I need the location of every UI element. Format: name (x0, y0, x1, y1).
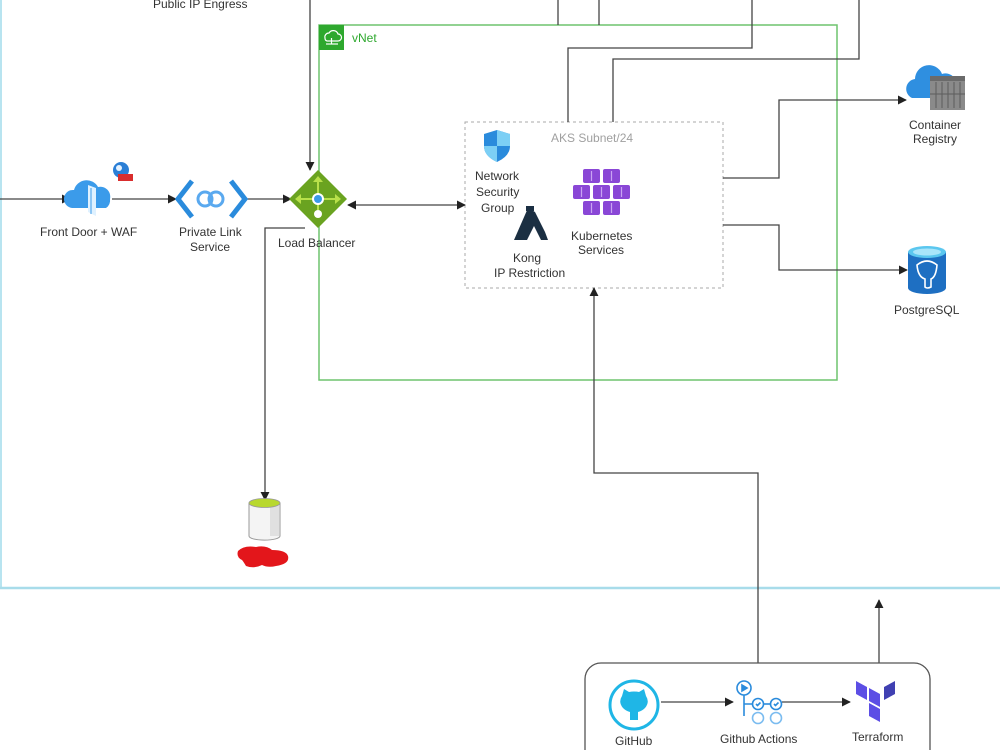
vnet-container[interactable]: vNet (318, 24, 838, 381)
vnet-icon-bg (319, 25, 344, 50)
terraform-label: Terraform (852, 730, 903, 744)
private-link-node[interactable]: Private Link Service (174, 179, 249, 254)
acr-label-1: Container (909, 118, 961, 132)
terraform-node[interactable]: Terraform (852, 681, 903, 744)
nsg-label-3: Group (481, 201, 515, 215)
cicd-container[interactable] (584, 662, 931, 750)
github-label: GitHub (615, 734, 653, 748)
acr-node[interactable]: Container Registry (906, 65, 965, 146)
kong-label-1: Kong (513, 251, 541, 265)
load-balancer-node[interactable]: Load Balancer (278, 170, 355, 250)
kong-node[interactable]: Kong IP Restriction (494, 206, 565, 280)
postgresql-icon (908, 246, 946, 294)
front-door-icon (63, 180, 111, 216)
vnet-icon (324, 30, 343, 45)
edge-cicd-to-aks (589, 287, 759, 663)
edge-top-3 (567, 0, 753, 122)
terraform-icon (856, 681, 895, 722)
private-link-icon (174, 179, 249, 219)
github-actions-icon (736, 680, 783, 725)
edge-aks-to-postgres (723, 224, 908, 275)
front-door-label: Front Door + WAF (40, 225, 137, 239)
aks-subnet-label: AKS Subnet/24 (551, 131, 633, 145)
kong-label-2: IP Restriction (494, 266, 565, 280)
private-link-label-1: Private Link (179, 225, 243, 239)
waf-policy-icon (113, 162, 133, 181)
shield-icon (484, 130, 510, 162)
postgres-label: PostgreSQL (894, 303, 960, 317)
storage-node[interactable] (237, 498, 289, 568)
edge-aks-to-acr (723, 95, 907, 179)
postgres-node[interactable]: PostgreSQL (894, 246, 960, 317)
aks-label-1: Kubernetes (571, 229, 632, 243)
github-actions-node[interactable]: Github Actions (720, 680, 797, 746)
kong-icon (514, 206, 548, 240)
kubernetes-services-icon (573, 169, 630, 215)
redaction-mark (237, 546, 289, 568)
github-node[interactable]: GitHub (608, 679, 660, 748)
nsg-label-2: Security (476, 185, 519, 199)
github-actions-label: Github Actions (720, 732, 797, 746)
public-ip-engress-label: Public IP Engress (153, 0, 248, 11)
load-balancer-label: Load Balancer (278, 236, 355, 250)
vnet-label: vNet (352, 31, 377, 45)
edge-lb-to-storage (260, 227, 305, 501)
nsg-node[interactable]: Network Security Group (475, 130, 520, 215)
nsg-label-1: Network (475, 169, 520, 183)
container-registry-icon (906, 65, 965, 110)
aks-node[interactable]: Kubernetes Services (571, 169, 632, 257)
load-balancer-icon (289, 170, 347, 228)
github-icon (608, 679, 660, 731)
storage-icon (248, 498, 281, 541)
edge-top-4 (612, 0, 860, 122)
edges (0, 0, 908, 663)
acr-label-2: Registry (913, 132, 957, 146)
private-link-label-2: Service (190, 240, 230, 254)
aks-label-2: Services (578, 243, 624, 257)
front-door-node[interactable]: Front Door + WAF (40, 162, 137, 239)
outer-region-container (0, 0, 1000, 590)
